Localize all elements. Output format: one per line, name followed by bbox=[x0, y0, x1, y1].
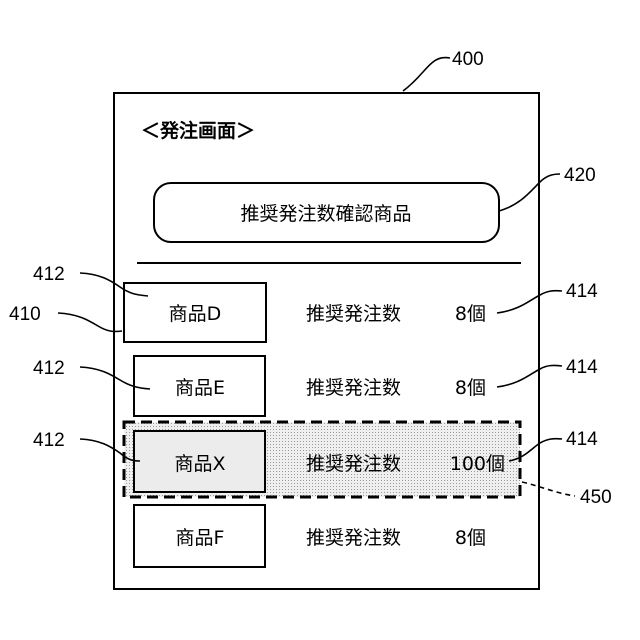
screen-title: ＜発注画面＞ bbox=[141, 119, 255, 142]
ref-450: 450 bbox=[580, 487, 612, 508]
ref-412-d: 412 bbox=[33, 264, 65, 285]
product-label-x: 商品X bbox=[174, 453, 225, 475]
leader-414-e bbox=[497, 365, 562, 387]
ref-414-e: 414 bbox=[566, 357, 598, 378]
recommend-label-e: 推奨発注数 bbox=[306, 377, 401, 399]
leader-414-d bbox=[497, 291, 562, 313]
product-label-f: 商品F bbox=[176, 527, 225, 549]
quantity-x: 100個 bbox=[450, 453, 505, 475]
product-label-e: 商品E bbox=[175, 377, 225, 399]
leader-400 bbox=[403, 57, 450, 91]
ref-410: 410 bbox=[9, 304, 41, 325]
ref-414-d: 414 bbox=[566, 281, 598, 302]
quantity-d: 8個 bbox=[455, 303, 486, 325]
ref-412-x: 412 bbox=[33, 430, 65, 451]
recommend-label-f: 推奨発注数 bbox=[306, 527, 401, 549]
recommend-confirm-button-label: 推奨発注数確認商品 bbox=[240, 203, 411, 225]
product-label-d: 商品D bbox=[169, 303, 222, 325]
leader-450 bbox=[522, 482, 575, 496]
quantity-f: 8個 bbox=[455, 527, 486, 549]
quantity-e: 8個 bbox=[455, 377, 486, 399]
ref-414-x: 414 bbox=[566, 429, 598, 450]
ref-420: 420 bbox=[564, 165, 596, 186]
recommend-label-x: 推奨発注数 bbox=[306, 453, 401, 475]
leader-420 bbox=[499, 174, 560, 211]
recommend-label-d: 推奨発注数 bbox=[306, 303, 401, 325]
ref-412-e: 412 bbox=[33, 358, 65, 379]
leader-410 bbox=[58, 313, 122, 331]
ref-400: 400 bbox=[452, 49, 484, 70]
